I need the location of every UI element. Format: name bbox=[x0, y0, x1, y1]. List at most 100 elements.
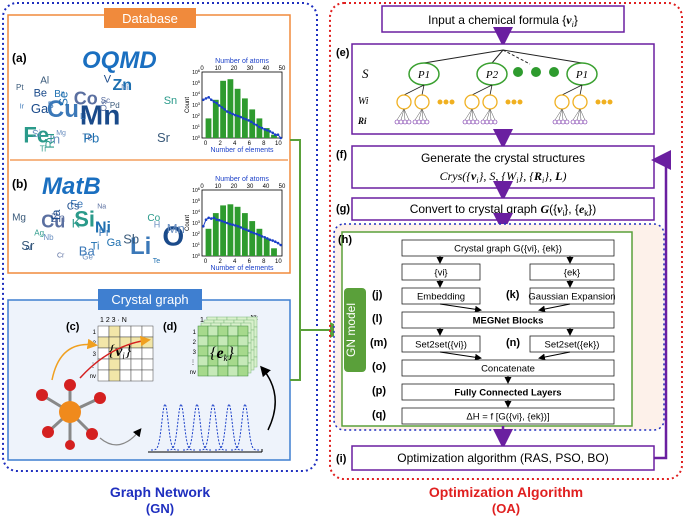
histogram-bar bbox=[242, 213, 248, 256]
wordcloud-word: Ru bbox=[43, 133, 57, 148]
f-line1: Generate the crystal structures bbox=[421, 151, 585, 165]
wordcloud-word: Ni bbox=[95, 220, 111, 237]
x2-tick-label: 0 bbox=[200, 66, 204, 72]
k-letter: (k) bbox=[506, 289, 520, 301]
gn-bottom-title: Graph Network bbox=[110, 484, 211, 500]
n-letter: (n) bbox=[506, 337, 520, 349]
ellipsis-dot bbox=[513, 67, 523, 77]
row-label: 3 bbox=[93, 352, 97, 358]
row-label: nv bbox=[90, 374, 96, 380]
x-tick-label: 8 bbox=[262, 259, 266, 265]
atoms-point bbox=[202, 225, 205, 228]
x-tick-label: 0 bbox=[204, 259, 208, 265]
tensor-cell bbox=[217, 365, 229, 377]
wordcloud-word: Mn bbox=[167, 221, 185, 236]
tensor-cell bbox=[207, 365, 219, 377]
wordcloud-word: K bbox=[72, 217, 80, 231]
i-letter: (i) bbox=[336, 453, 347, 465]
y-tick-label: 100 bbox=[192, 252, 201, 260]
wordcloud-word: In bbox=[49, 131, 60, 146]
tree-root-label: S bbox=[362, 66, 369, 81]
wordcloud-word: Zn bbox=[113, 77, 133, 94]
gn-model-tab bbox=[344, 288, 366, 372]
y-tick-label: 102 bbox=[192, 112, 201, 120]
x2-tick-label: 30 bbox=[247, 184, 254, 190]
arrow-to-edge bbox=[79, 335, 151, 379]
g-text: Convert to crystal graph G({vi}, {ek}) bbox=[410, 202, 597, 218]
oa-region-border bbox=[329, 2, 683, 480]
x2-tick-label: 20 bbox=[231, 184, 238, 190]
x2-tick-label: 40 bbox=[263, 66, 270, 72]
histogram-bar bbox=[220, 205, 226, 256]
row-label: 1 bbox=[193, 330, 197, 336]
wordcloud-word: Os bbox=[98, 99, 108, 111]
gn-model-label: GN model bbox=[344, 303, 358, 357]
e-letter: (e) bbox=[336, 47, 350, 59]
wordcloud-word: Pd bbox=[110, 101, 120, 110]
row-label: nv bbox=[190, 370, 196, 376]
wordcloud-word: Pb bbox=[83, 131, 99, 146]
atoms-point bbox=[223, 220, 226, 224]
tensor-cell bbox=[197, 355, 209, 367]
h-vi-label: {vi} bbox=[434, 268, 447, 279]
wordcloud-word: Al bbox=[40, 76, 49, 87]
wordcloud-word: Se bbox=[56, 91, 70, 106]
atoms-point bbox=[220, 106, 224, 109]
set2set-e-box bbox=[529, 335, 615, 353]
x-tick-label: 4 bbox=[233, 259, 237, 265]
wordcloud-word: H bbox=[154, 220, 161, 230]
histogram-bar bbox=[227, 79, 234, 138]
atoms-point bbox=[271, 239, 275, 242]
j-letter: (j) bbox=[372, 289, 383, 301]
wordcloud-word: Cu bbox=[41, 211, 65, 231]
atoms-point bbox=[252, 122, 256, 125]
fully-connected-label: Fully Connected Layers bbox=[454, 388, 561, 399]
h-crystal-box bbox=[401, 239, 615, 257]
x2-tick-label: 50 bbox=[279, 66, 286, 72]
atoms-point bbox=[239, 226, 242, 229]
atoms-point bbox=[252, 231, 256, 235]
w-node bbox=[396, 94, 412, 110]
wordcloud-word: Ge bbox=[82, 253, 93, 262]
wordcloud-word: Ti bbox=[91, 241, 100, 253]
atoms-point bbox=[268, 130, 272, 133]
row-label: 2 bbox=[193, 340, 197, 346]
y-tick-label: 106 bbox=[192, 68, 201, 76]
histogram-bar bbox=[205, 228, 212, 256]
ellipsis-dot bbox=[549, 67, 559, 77]
atoms-point bbox=[215, 101, 218, 105]
atoms-point bbox=[276, 241, 280, 245]
tree-r-label: Ri bbox=[357, 116, 367, 126]
tree-node-label: P2 bbox=[485, 69, 499, 81]
x2-axis-label: Number of atoms bbox=[215, 176, 269, 183]
tensor-cell bbox=[227, 365, 239, 377]
row-label: ⋮ bbox=[190, 360, 196, 366]
panel-c-letter: (c) bbox=[66, 321, 80, 333]
x-tick-label: 8 bbox=[262, 141, 266, 147]
wordcloud-word: Br bbox=[54, 89, 65, 100]
atoms-point bbox=[226, 221, 229, 225]
atoms-point bbox=[226, 110, 229, 113]
atoms-point bbox=[260, 235, 264, 238]
y-tick-label: 103 bbox=[192, 101, 201, 109]
wordcloud-word: Sc bbox=[101, 96, 110, 105]
atoms-point bbox=[279, 136, 283, 140]
wordcloud-word: Cs bbox=[67, 201, 79, 212]
crystal-molecule bbox=[36, 379, 106, 450]
x-tick-label: 10 bbox=[275, 141, 282, 147]
optimization-box bbox=[351, 445, 655, 471]
database-title-bg bbox=[104, 8, 196, 28]
matrix-cell bbox=[130, 325, 143, 338]
wordcloud-word: Ni bbox=[121, 83, 129, 92]
crystal-graph-title-bg bbox=[98, 289, 202, 310]
atoms-point bbox=[255, 123, 258, 127]
x-tick-label: 6 bbox=[248, 259, 252, 265]
y-tick-label: 101 bbox=[192, 123, 201, 131]
x-tick-label: 10 bbox=[275, 259, 282, 265]
atoms-point bbox=[223, 108, 226, 111]
w-node bbox=[482, 94, 498, 110]
histogram-bar bbox=[227, 204, 234, 256]
